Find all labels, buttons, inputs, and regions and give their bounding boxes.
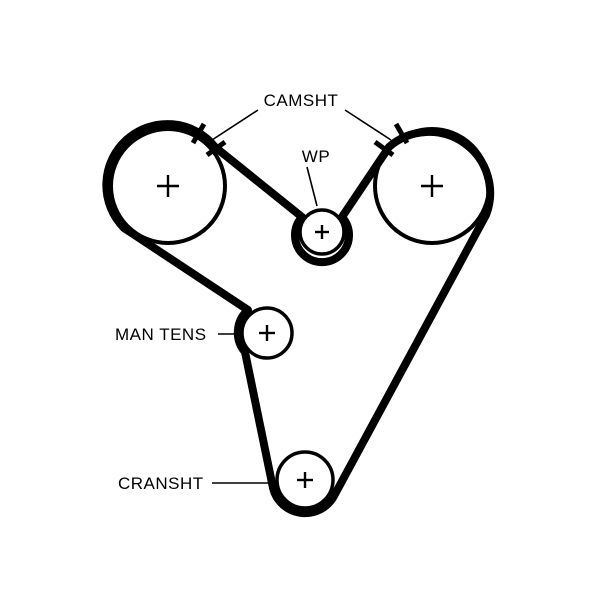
leader-lines [211, 109, 392, 484]
plus-mark-icon [157, 175, 179, 197]
timing-mark-icon [393, 122, 410, 145]
plus-mark-icon [315, 225, 329, 239]
crankshaft-label: CRANSHT [118, 474, 204, 493]
plus-mark-icon [297, 472, 313, 488]
manual-tensioner-label: MAN TENS [115, 325, 207, 344]
timing-marks [190, 122, 410, 158]
camshaft-leader-left [211, 109, 259, 141]
camshaft-label: CAMSHT [264, 91, 339, 110]
plus-mark-icon [259, 325, 275, 341]
plus-mark-icon [421, 175, 443, 197]
timing-belt [102, 120, 495, 518]
labels: CAMSHT WP MAN TENS CRANSHT [115, 91, 338, 493]
timing-mark-icon [205, 139, 227, 158]
water-pump-label: WP [302, 147, 330, 166]
pulley-center-marks [157, 175, 443, 488]
timing-mark-icon [373, 139, 395, 158]
camshaft-leader-right [344, 109, 392, 141]
timing-mark-icon [190, 122, 207, 145]
water-pump-leader [306, 166, 318, 207]
